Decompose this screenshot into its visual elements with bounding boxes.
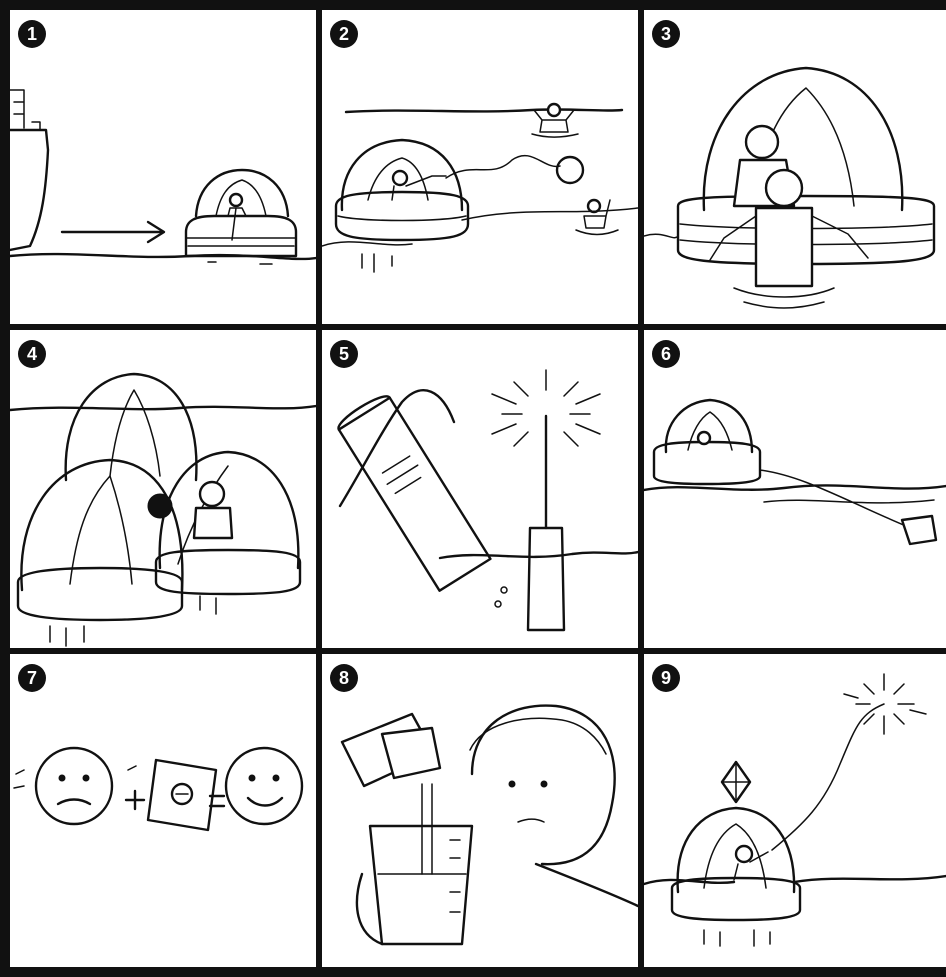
panel-9: 9	[644, 654, 946, 967]
panel-3: 3	[644, 10, 946, 324]
panel-number-badge: 7	[18, 664, 46, 692]
panel-8: 8	[322, 654, 638, 967]
grid-divider-vertical-1	[316, 0, 322, 977]
rescue-swimmers-icon	[322, 10, 638, 324]
panel-2: 2	[322, 10, 638, 324]
panel-number-badge: 8	[330, 664, 358, 692]
grid-border-left	[0, 0, 10, 977]
panel-6: 6	[644, 330, 946, 648]
panel-number-badge: 2	[330, 20, 358, 48]
pull-aboard-icon	[644, 10, 946, 324]
seasick-pill-icon	[10, 654, 316, 967]
grid-divider-vertical-2	[638, 0, 644, 977]
flare-and-beacon-icon	[322, 330, 638, 648]
panel-7: 7	[10, 654, 316, 967]
panel-number-badge: 3	[652, 20, 680, 48]
panel-5: 5	[322, 330, 638, 648]
water-ration-icon	[322, 654, 638, 967]
signal-flare-icon	[644, 654, 946, 967]
grid-border-bottom	[0, 967, 946, 977]
panel-number-badge: 4	[18, 340, 46, 368]
panel-1: 1	[10, 10, 316, 324]
panel-number-badge: 6	[652, 340, 680, 368]
grid-divider-horizontal-2	[0, 648, 946, 654]
sea-anchor-icon	[644, 330, 946, 648]
panel-number-badge: 5	[330, 340, 358, 368]
panel-number-badge: 1	[18, 20, 46, 48]
ship-to-liferaft-icon	[10, 10, 316, 324]
grid-border-top	[0, 0, 946, 10]
panel-4: 4	[10, 330, 316, 648]
panel-number-badge: 9	[652, 664, 680, 692]
grid-divider-horizontal-1	[0, 324, 946, 330]
raft-group-icon	[10, 330, 316, 648]
